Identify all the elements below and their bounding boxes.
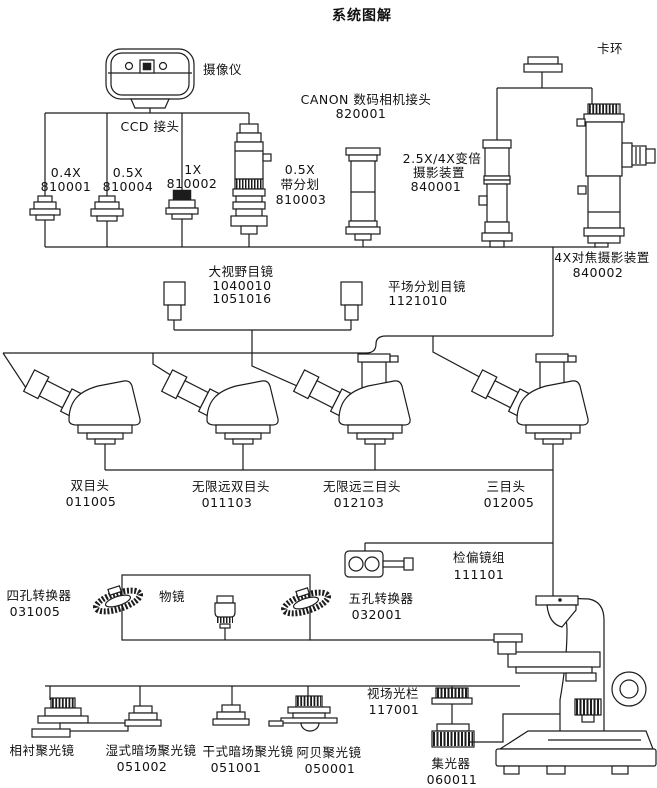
objective-label: 物镜 <box>159 589 185 604</box>
condenser-2-label: 湿式暗场聚光镜 <box>105 743 196 758</box>
reticle-tube-part: 810003 <box>276 192 327 207</box>
adapter-1x-label: 1X <box>184 162 202 177</box>
wide-field-eyepiece-part2: 1051016 <box>212 291 271 306</box>
microscope-stand-icon <box>493 595 657 775</box>
plan-reticle-eyepiece-part: 1121010 <box>388 293 447 308</box>
five-hole-nosepiece-label: 五孔转换器 <box>348 591 413 606</box>
adapter-05x-part: 810004 <box>103 179 154 194</box>
focus-photo-device-icon <box>576 103 656 248</box>
head-2-part: 011103 <box>202 495 253 510</box>
clamp-ring-icon <box>523 56 563 73</box>
video-camera-icon <box>105 48 195 109</box>
reticle-tube-label: 0.5X <box>285 162 315 177</box>
collector-label: 集光器 <box>431 756 470 771</box>
adapter-04x-part: 810001 <box>41 179 92 194</box>
adapter-05x-icon <box>90 195 124 222</box>
analyzer-icon <box>344 550 414 578</box>
zoom-photo-label2: 摄影装置 <box>413 165 465 180</box>
zoom-photo-label: 2.5X/4X变倍 <box>403 151 482 166</box>
clamp-ring-label: 卡环 <box>597 41 623 56</box>
adapter-04x-icon <box>29 195 61 221</box>
head-2-label: 无限远双目头 <box>192 479 270 494</box>
adapter-1x-part: 810002 <box>167 176 218 191</box>
plan-reticle-eyepiece-icon <box>340 281 363 321</box>
wide-field-eyepiece-icon <box>163 281 186 321</box>
phase-contrast-condenser-icon <box>31 697 129 738</box>
condenser-3-label: 干式暗场聚光镜 <box>202 744 293 759</box>
field-diaphragm-part: 117001 <box>369 702 420 717</box>
head-1-label: 双目头 <box>70 478 109 493</box>
wide-field-eyepiece-part: 1040010 <box>212 278 271 293</box>
condenser-4-label: 阿贝聚光镜 <box>296 745 361 760</box>
canon-adapter-part: 820001 <box>336 106 387 121</box>
field-diaphragm-label: 视场光栏 <box>367 686 419 701</box>
trinocular-head-icon <box>470 353 589 445</box>
abbe-condenser-icon <box>268 695 338 732</box>
infinity-binocular-head-icon <box>160 369 279 445</box>
condenser-3-part: 051001 <box>211 760 262 775</box>
adapter-04x-label: 0.4X <box>51 165 81 180</box>
infinity-trinocular-head-icon <box>292 353 411 445</box>
reticle-tube-label2: 带分划 <box>280 177 319 192</box>
plan-reticle-eyepiece-label: 平场分划目镜 <box>388 279 466 294</box>
analyzer-label: 检偏镜组 <box>453 550 505 565</box>
binocular-head-icon <box>22 369 141 445</box>
objective-icon <box>214 595 236 629</box>
head-1-part: 011005 <box>66 494 117 509</box>
field-diaphragm-icon <box>431 687 473 705</box>
adapter-1x-icon <box>165 189 199 220</box>
five-hole-nosepiece-icon <box>280 587 332 617</box>
condenser-2-part: 051002 <box>117 759 168 774</box>
focus-photo-part: 840002 <box>573 265 624 280</box>
canon-tube-icon <box>345 147 381 241</box>
ccd-joint-label: CCD 接头 <box>120 119 179 134</box>
head-3-label: 无限远三目头 <box>323 479 401 494</box>
analyzer-part: 111101 <box>454 567 505 582</box>
zoom-photo-part: 840001 <box>411 179 462 194</box>
wide-field-eyepiece-label: 大视野目镜 <box>208 264 273 279</box>
wet-darkfield-condenser-icon <box>124 705 162 727</box>
collector-icon <box>431 723 475 748</box>
page-title: 系统图解 <box>332 7 392 24</box>
focus-photo-label: 4X对焦摄影装置 <box>554 250 650 265</box>
condenser-4-part: 050001 <box>305 761 356 776</box>
four-hole-nosepiece-part: 031005 <box>10 604 61 619</box>
condenser-1-label: 相衬聚光镜 <box>9 743 74 758</box>
dry-darkfield-condenser-icon <box>212 704 250 726</box>
four-hole-nosepiece-label: 四孔转换器 <box>6 588 71 603</box>
head-4-part: 012005 <box>484 495 535 510</box>
five-hole-nosepiece-part: 032001 <box>352 607 403 622</box>
camera-label: 摄像仪 <box>203 62 242 77</box>
four-hole-nosepiece-icon <box>92 585 144 615</box>
zoom-photo-tube-icon <box>478 139 513 248</box>
head-3-part: 012103 <box>334 495 385 510</box>
head-4-label: 三目头 <box>486 479 525 494</box>
canon-adapter-label: CANON 数码相机接头 <box>301 92 432 107</box>
reticle-tube-icon <box>230 123 272 235</box>
collector-part: 060011 <box>427 772 478 787</box>
adapter-05x-label: 0.5X <box>113 165 143 180</box>
